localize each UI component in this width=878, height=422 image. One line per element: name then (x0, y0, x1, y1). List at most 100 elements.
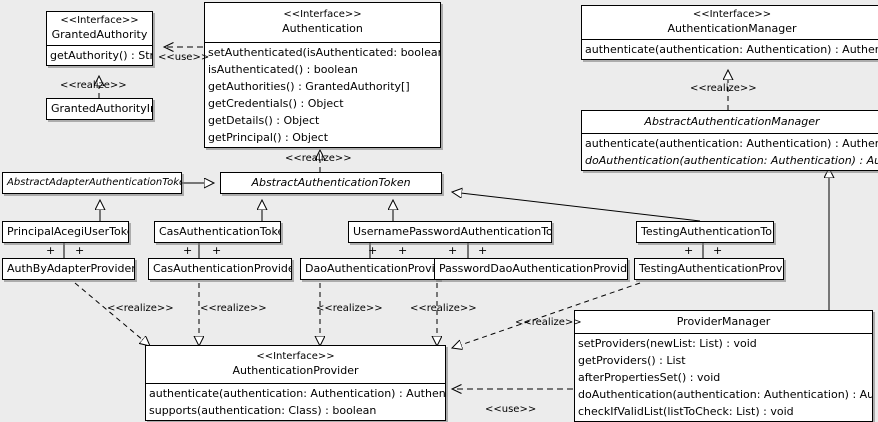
class-header: PasswordDaoAuthenticationProvider (435, 259, 627, 279)
association-end-plus: + (448, 244, 458, 257)
class-name: PrincipalAcegiUserToken (7, 225, 129, 238)
association-end-plus: + (368, 244, 378, 257)
class-header: CasAuthenticationToken (155, 222, 280, 242)
association-end-plus: + (398, 244, 408, 257)
method-item: isAuthenticated() : boolean (208, 63, 358, 76)
method-item: checkIfValidList(listToCheck: List) : vo… (578, 405, 794, 418)
class-header: AbstractAuthenticationToken (221, 173, 441, 193)
association-end-plus: + (713, 244, 723, 257)
class-header: TestingAuthenticationProvider (635, 259, 783, 279)
class-principal-acegi-user-token[interactable]: PrincipalAcegiUserToken (2, 221, 129, 243)
method-item: authenticate(authentication: Authenticat… (149, 387, 446, 400)
method-item: authenticate(authentication: Authenticat… (585, 43, 878, 56)
class-abstract-adapter-authentication-token[interactable]: AbstractAdapterAuthenticationToken (2, 172, 182, 194)
class-name: UsernamePasswordAuthenticationToken (353, 225, 552, 238)
relationship-label-realize-auth-token: <<realize>> (285, 153, 352, 164)
class-granted-authority[interactable]: <<Interface>> GrantedAuthority getAuthor… (46, 11, 153, 66)
class-header: AbstractAdapterAuthenticationToken (3, 173, 181, 193)
association-end-plus: + (212, 244, 222, 257)
method-item: doAuthentication(authentication: Authent… (578, 388, 872, 401)
class-auth-by-adapter-provider[interactable]: AuthByAdapterProvider (2, 258, 135, 280)
relationship-label-realize-manager: <<realize>> (690, 83, 757, 94)
association-end-plus: + (46, 244, 56, 257)
association-end-plus: + (478, 244, 488, 257)
class-authentication-provider[interactable]: <<Interface>> AuthenticationProvider aut… (145, 345, 446, 421)
relationship-label-realize-granted: <<realize>> (60, 80, 127, 91)
relationship-label-realize-p4: <<realize>> (410, 303, 477, 314)
relationship-label-use-top: <<use>> (158, 52, 210, 63)
class-granted-authority-impl[interactable]: GrantedAuthorityImpl (46, 98, 153, 120)
relationship-label-realize-p3: <<realize>> (316, 303, 383, 314)
class-header: CasAuthenticationProvider (149, 259, 291, 279)
stereotype-label: <<Interface>> (256, 351, 335, 362)
class-header: TestingAuthenticationToken (637, 222, 773, 242)
stereotype-label: <<Interface>> (60, 15, 139, 26)
method-item: setAuthenticated(isAuthenticated: boolea… (208, 46, 440, 59)
relationship-label-realize-p1: <<realize>> (107, 303, 174, 314)
relationship-label-realize-p5: <<realize>> (515, 317, 582, 328)
class-name: AbstractAdapterAuthenticationToken (7, 177, 182, 188)
class-testing-authentication-token[interactable]: TestingAuthenticationToken (636, 221, 774, 243)
class-header: DaoAuthenticationProvider (301, 259, 439, 279)
association-end-plus: + (684, 244, 694, 257)
association-end-plus: + (183, 244, 193, 257)
relationship-label-use-bottom: <<use>> (485, 404, 537, 415)
class-username-password-authentication-token[interactable]: UsernamePasswordAuthenticationToken (348, 221, 552, 243)
class-cas-authentication-provider[interactable]: CasAuthenticationProvider (148, 258, 292, 280)
class-password-dao-authentication-provider[interactable]: PasswordDaoAuthenticationProvider (434, 258, 628, 280)
method-item: authenticate(authentication: Authenticat… (585, 137, 878, 150)
class-name: GrantedAuthorityImpl (51, 102, 152, 115)
class-name: AuthenticationManager (667, 22, 797, 35)
methods-compartment: getAuthority() : String (47, 45, 152, 65)
method-item: getPrincipal() : Object (208, 131, 329, 144)
method-item: getAuthorities() : GrantedAuthority[] (208, 80, 410, 93)
class-header: <<Interface>> AuthenticationManager (582, 6, 878, 39)
method-item: getCredentials() : Object (208, 97, 344, 110)
method-item: getAuthority() : String (50, 49, 153, 62)
methods-compartment: setProviders(newList: List) : void getPr… (575, 333, 872, 421)
class-cas-authentication-token[interactable]: CasAuthenticationToken (154, 221, 281, 243)
association-end-plus: + (75, 244, 85, 257)
class-abstract-authentication-manager[interactable]: AbstractAuthenticationManager authentica… (581, 110, 878, 171)
class-name: PasswordDaoAuthenticationProvider (439, 262, 628, 275)
class-name: AbstractAuthenticationToken (251, 176, 411, 189)
class-header: <<Interface>> GrantedAuthority (47, 12, 152, 45)
class-authentication-manager[interactable]: <<Interface>> AuthenticationManager auth… (581, 5, 878, 60)
class-provider-manager[interactable]: ProviderManager setProviders(newList: Li… (574, 310, 873, 422)
method-item: getDetails() : Object (208, 114, 320, 127)
class-authentication[interactable]: <<Interface>> Authentication setAuthenti… (204, 2, 441, 148)
class-name: DaoAuthenticationProvider (305, 262, 440, 275)
class-name: TestingAuthenticationProvider (639, 262, 783, 275)
class-header: GrantedAuthorityImpl (47, 99, 152, 119)
method-item: getProviders() : List (578, 354, 686, 367)
class-name: TestingAuthenticationToken (641, 225, 773, 238)
relationship-label-realize-p2: <<realize>> (200, 303, 267, 314)
class-name: Authentication (282, 22, 363, 35)
class-name: AuthenticationProvider (232, 364, 359, 377)
methods-compartment: authenticate(authentication: Authenticat… (582, 133, 878, 170)
class-header: AuthByAdapterProvider (3, 259, 134, 279)
class-header: ProviderManager (575, 311, 872, 333)
class-name: CasAuthenticationProvider (153, 262, 292, 275)
class-header: UsernamePasswordAuthenticationToken (349, 222, 551, 242)
class-name: CasAuthenticationToken (159, 225, 281, 238)
class-name: ProviderManager (676, 315, 771, 328)
class-header: AbstractAuthenticationManager (582, 111, 878, 133)
class-dao-authentication-provider[interactable]: DaoAuthenticationProvider (300, 258, 440, 280)
method-item: afterPropertiesSet() : void (578, 371, 721, 384)
methods-compartment: authenticate(authentication: Authenticat… (582, 39, 878, 59)
class-header: <<Interface>> AuthenticationProvider (146, 346, 445, 383)
methods-compartment: authenticate(authentication: Authenticat… (146, 383, 445, 420)
method-item: doAuthentication(authentication: Authent… (585, 154, 878, 167)
class-name: AuthByAdapterProvider (7, 262, 135, 275)
class-name: AbstractAuthenticationManager (644, 115, 820, 128)
methods-compartment: setAuthenticated(isAuthenticated: boolea… (205, 42, 440, 147)
method-item: supports(authentication: Class) : boolea… (149, 404, 377, 417)
stereotype-label: <<Interface>> (692, 9, 772, 20)
class-abstract-authentication-token[interactable]: AbstractAuthenticationToken (220, 172, 442, 194)
class-testing-authentication-provider[interactable]: TestingAuthenticationProvider (634, 258, 784, 280)
class-header: PrincipalAcegiUserToken (3, 222, 128, 242)
stereotype-label: <<Interface>> (283, 9, 362, 20)
class-header: <<Interface>> Authentication (205, 3, 440, 42)
